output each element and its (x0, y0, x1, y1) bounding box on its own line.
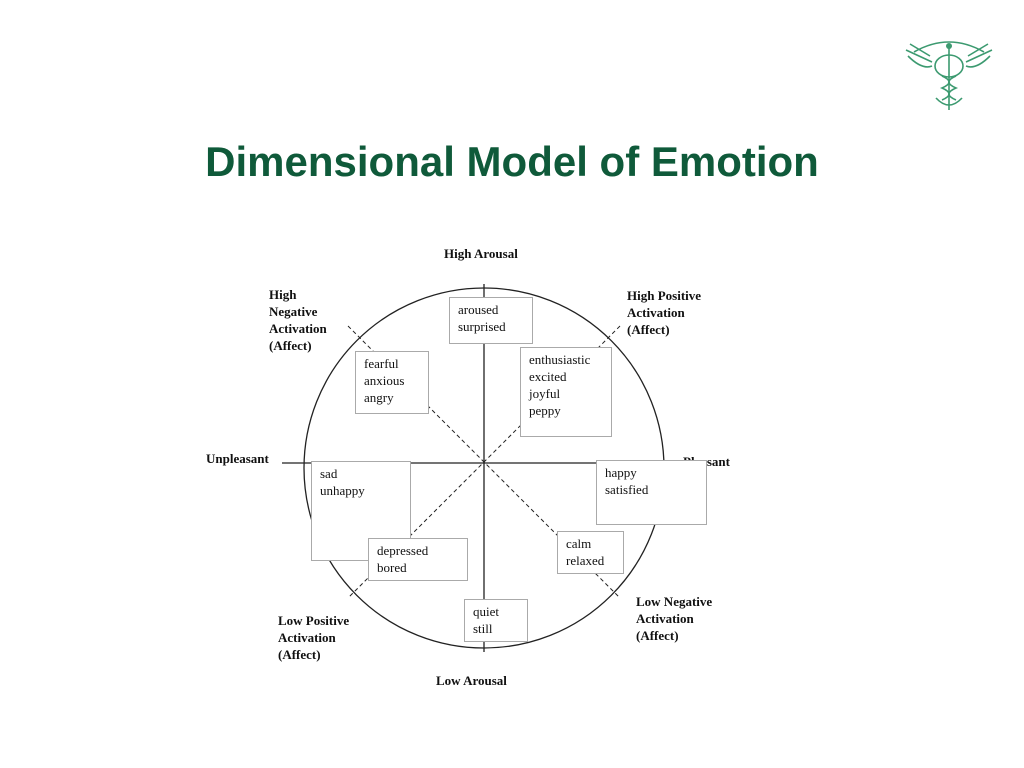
corner-label-line: High (269, 287, 297, 302)
emotion-word: angry (364, 390, 394, 405)
axis-label-high-arousal: High Arousal (444, 246, 518, 261)
corner-label-high-negative-activation: High Negative Activation (Affect) (269, 286, 327, 354)
axis-label-unpleasant: Unpleasant (206, 451, 269, 466)
emotion-word: happy (605, 465, 637, 480)
corner-label-line: Activation (269, 321, 327, 336)
emotion-box-fearful: fearful anxious angry (355, 351, 429, 414)
corner-label-low-positive-activation: Low Positive Activation (Affect) (278, 612, 349, 663)
slide-title: Dimensional Model of Emotion (205, 138, 819, 185)
emotion-word: depressed (377, 543, 429, 558)
corner-label-line: Activation (278, 630, 336, 645)
emotion-word: quiet (473, 604, 499, 619)
emotion-word: peppy (529, 403, 561, 418)
corner-label-line: (Affect) (269, 338, 312, 353)
emotion-word: enthusiastic (529, 352, 591, 367)
emotion-box-aroused: aroused surprised (449, 297, 533, 344)
emotion-box-depressed: depressed bored (368, 538, 468, 581)
corner-label-high-positive-activation: High Positive Activation (Affect) (627, 287, 701, 338)
emotion-box-enthusiastic: enthusiastic excited joyful peppy (520, 347, 612, 437)
emotion-word: aroused (458, 302, 499, 317)
emotion-word: anxious (364, 373, 405, 388)
emotion-box-quiet: quiet still (464, 599, 528, 642)
emotion-word: surprised (458, 319, 506, 334)
emotion-box-happy: happy satisfied (596, 460, 707, 525)
corner-label-line: High Positive (627, 288, 702, 303)
emotion-word: satisfied (605, 482, 649, 497)
emotion-word: excited (529, 369, 567, 384)
emotion-word: fearful (364, 356, 399, 371)
emotion-word: still (473, 621, 493, 636)
emotion-word: bored (377, 560, 407, 575)
axis-label-low-arousal: Low Arousal (436, 673, 507, 688)
corner-label-line: (Affect) (636, 628, 679, 643)
corner-label-line: Activation (627, 305, 685, 320)
corner-label-line: (Affect) (278, 647, 321, 662)
corner-label-line: (Affect) (627, 322, 670, 337)
emotion-word: joyful (529, 386, 561, 401)
emotion-word: calm (566, 536, 592, 551)
corner-label-low-negative-activation: Low Negative Activation (Affect) (636, 593, 712, 644)
emotion-word: relaxed (566, 553, 605, 568)
corner-label-line: Low Negative (636, 594, 713, 609)
emotion-box-calm: calm relaxed (557, 531, 624, 574)
corner-label-line: Activation (636, 611, 694, 626)
emotion-word: unhappy (320, 483, 365, 498)
corner-label-line: Negative (269, 304, 318, 319)
corner-label-line: Low Positive (278, 613, 350, 628)
emotion-word: sad (320, 466, 338, 481)
university-emblem-icon (905, 41, 993, 110)
